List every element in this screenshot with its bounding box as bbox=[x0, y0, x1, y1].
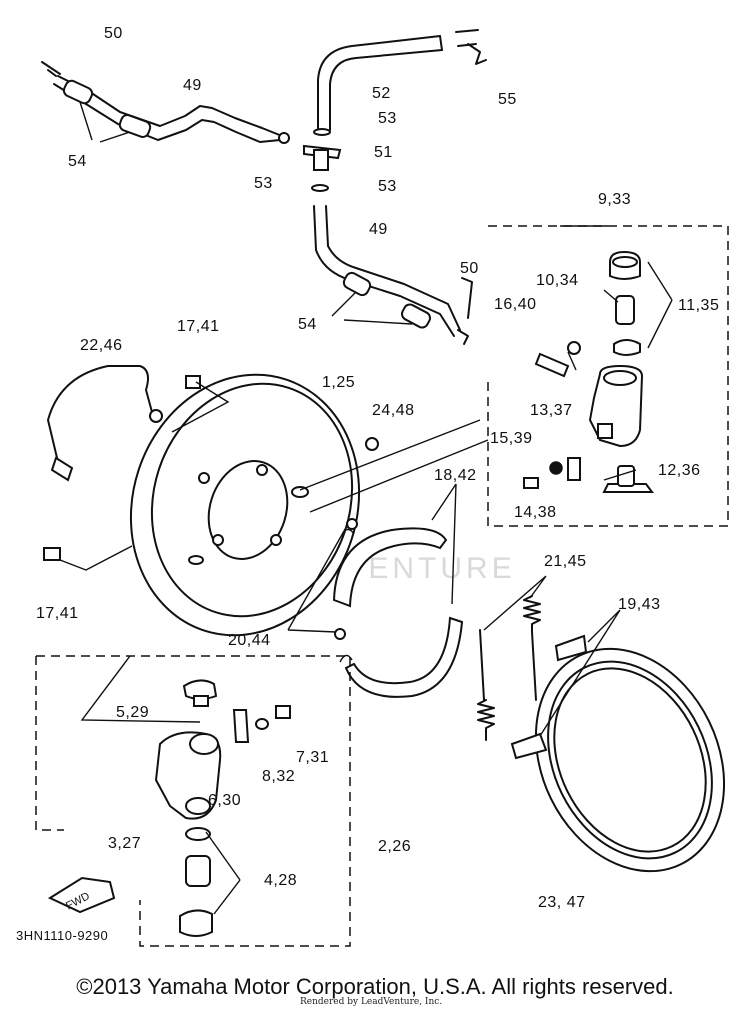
label-55: 55 bbox=[498, 91, 517, 108]
label-3-27: 3,27 bbox=[108, 835, 141, 852]
brake-plate bbox=[43, 373, 489, 637]
label-12-36: 12,36 bbox=[658, 462, 701, 479]
label-17-41-bottom: 17,41 bbox=[36, 605, 79, 622]
label-54-top: 54 bbox=[68, 153, 87, 170]
shoe-pins bbox=[287, 518, 358, 640]
label-50-top: 50 bbox=[104, 25, 123, 42]
breather-hose-top-assembly bbox=[303, 29, 487, 345]
label-22-46: 22,46 bbox=[80, 337, 123, 354]
label-6-30: 6,30 bbox=[208, 792, 241, 809]
label-24-48: 24,48 bbox=[372, 402, 415, 419]
part-labels: 50 49 52 55 53 51 53 53 54 49 9,33 50 10… bbox=[36, 25, 719, 911]
master-cylinder-group bbox=[487, 225, 729, 527]
label-53-b: 53 bbox=[254, 175, 273, 192]
brake-springs bbox=[477, 575, 547, 741]
label-21-45: 21,45 bbox=[544, 553, 587, 570]
copyright-notice: ©2013 Yamaha Motor Corporation, U.S.A. A… bbox=[76, 974, 674, 999]
label-52: 52 bbox=[372, 85, 391, 102]
brake-shoes bbox=[332, 483, 464, 698]
label-23-47: 23, 47 bbox=[538, 894, 585, 911]
label-8-32: 8,32 bbox=[262, 768, 295, 785]
label-11-35: 11,35 bbox=[678, 297, 719, 314]
label-15-39: 15,39 bbox=[490, 430, 533, 447]
label-53-a: 53 bbox=[378, 110, 397, 127]
label-53-c: 53 bbox=[378, 178, 397, 195]
label-2-26: 2,26 bbox=[378, 838, 411, 855]
label-5-29: 5,29 bbox=[116, 704, 149, 721]
label-9-33: 9,33 bbox=[598, 191, 631, 208]
label-49-top: 49 bbox=[183, 77, 202, 94]
label-10-34: 10,34 bbox=[536, 272, 579, 289]
brake-drum bbox=[510, 609, 726, 873]
label-49-mid: 49 bbox=[369, 221, 388, 238]
label-13-37: 13,37 bbox=[530, 402, 573, 419]
label-19-43: 19,43 bbox=[618, 596, 661, 613]
label-51: 51 bbox=[374, 144, 393, 161]
diagram-code: 3HN1110-9290 bbox=[16, 928, 108, 943]
label-7-31: 7,31 bbox=[296, 749, 329, 766]
label-54-mid: 54 bbox=[298, 316, 317, 333]
breather-hose-left-assembly bbox=[41, 61, 290, 144]
label-18-42: 18,42 bbox=[434, 467, 477, 484]
brake-switch-cable bbox=[47, 365, 163, 482]
wheel-cylinder-group bbox=[35, 655, 351, 947]
label-1-25: 1,25 bbox=[322, 374, 355, 391]
label-17-41-top: 17,41 bbox=[177, 318, 220, 335]
label-20-44: 20,44 bbox=[228, 632, 271, 649]
label-4-28: 4,28 bbox=[264, 872, 297, 889]
rendered-by-note: Rendered by LeadVenture, Inc. bbox=[300, 997, 443, 1007]
label-16-40: 16,40 bbox=[494, 296, 537, 313]
label-50-mid: 50 bbox=[460, 260, 479, 277]
label-14-38: 14,38 bbox=[514, 504, 557, 521]
